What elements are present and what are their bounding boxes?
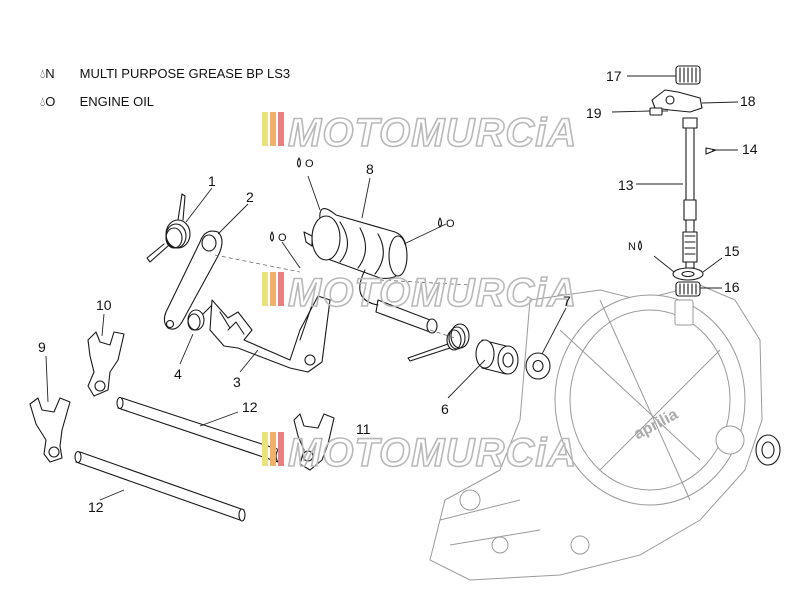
- shift-fork-10: [87, 331, 125, 397]
- callout-2: 2: [246, 189, 254, 205]
- watermark-3: MOTOMURCiA: [262, 430, 577, 476]
- leader-lines: [45, 75, 739, 501]
- legend-grease-row: 💧︎N MULTI PURPOSE GREASE BP LS3: [40, 66, 290, 82]
- fork-rod-lower: [74, 450, 246, 522]
- callout-16: 16: [724, 279, 740, 295]
- drop-icon: [637, 240, 643, 251]
- selector-plate: [209, 295, 331, 373]
- drop-icon: [437, 217, 443, 228]
- callout-19: 19: [586, 105, 602, 121]
- oil-seal: [755, 434, 781, 466]
- selector-drum: [303, 208, 438, 334]
- callout-7: 7: [563, 293, 571, 309]
- drop-icon: [269, 231, 275, 242]
- drop-icon: [296, 157, 302, 168]
- callout-8: 8: [366, 161, 374, 177]
- thrust-washer: [525, 352, 551, 380]
- callout-12-upper: 12: [242, 399, 258, 415]
- shaft-washer: [672, 267, 704, 281]
- callout-4: 4: [174, 366, 182, 382]
- selector-arm: [163, 230, 223, 330]
- svg-text:N: N: [628, 241, 636, 253]
- legend-oil-text: ENGINE OIL: [79, 94, 155, 109]
- callout-18: 18: [740, 93, 756, 109]
- callout-14: 14: [742, 141, 758, 157]
- watermark-2: MOTOMURCiA: [262, 270, 577, 316]
- lube-mark-washer: N: [628, 240, 643, 253]
- callout-11: 11: [356, 421, 371, 437]
- svg-text:O: O: [446, 218, 455, 230]
- svg-text:MOTOMURCiA: MOTOMURCiA: [288, 111, 577, 155]
- shift-fork-11: [293, 413, 335, 471]
- return-spring: [146, 193, 191, 263]
- callout-3: 3: [233, 374, 241, 390]
- assembly-line: [214, 254, 471, 339]
- callout-13: 13: [618, 177, 634, 193]
- svg-text:O: O: [305, 158, 314, 170]
- needle-bearing-bottom: [675, 281, 701, 297]
- lube-marks: O O O N: [269, 157, 643, 253]
- needle-bearing-top: [675, 65, 701, 85]
- callout-12-lower: 12: [88, 499, 104, 515]
- circlip: [705, 147, 717, 155]
- svg-text:MOTOMURCiA: MOTOMURCiA: [288, 271, 577, 315]
- callout-17: 17: [606, 68, 622, 84]
- drop-icon: 💧︎: [40, 66, 46, 81]
- lube-mark-arm: O: [269, 231, 287, 244]
- callout-1: 1: [208, 173, 216, 189]
- svg-text:O: O: [278, 232, 287, 244]
- legend-oil-row: 💧︎O ENGINE OIL: [40, 94, 154, 110]
- drum-spring: [407, 323, 470, 362]
- svg-text:MOTOMURCiA: MOTOMURCiA: [288, 431, 577, 475]
- lube-mark-drum-top: O: [296, 157, 314, 170]
- legend-grease-text: MULTI PURPOSE GREASE BP LS3: [79, 66, 291, 81]
- callout-6: 6: [441, 401, 449, 417]
- gear-shift-shaft: [682, 117, 698, 269]
- watermark-1: MOTOMURCiA: [262, 110, 577, 156]
- engine-cover: aprilia: [429, 284, 781, 581]
- callouts: 1 2 3 4 6 7 8 9 10 11 12 12 13 14 15 16 …: [38, 68, 758, 515]
- lube-mark-drum-side: O: [437, 217, 455, 230]
- shift-fork-9: [29, 397, 71, 463]
- legend-grease-symbol: N: [45, 66, 55, 81]
- drop-icon: 💧︎: [40, 94, 46, 109]
- callout-15: 15: [724, 243, 740, 259]
- callout-10: 10: [96, 297, 112, 313]
- callout-9: 9: [38, 339, 46, 355]
- lever-screw: [649, 107, 668, 116]
- legend-oil-symbol: O: [45, 94, 56, 109]
- bush: [475, 339, 519, 375]
